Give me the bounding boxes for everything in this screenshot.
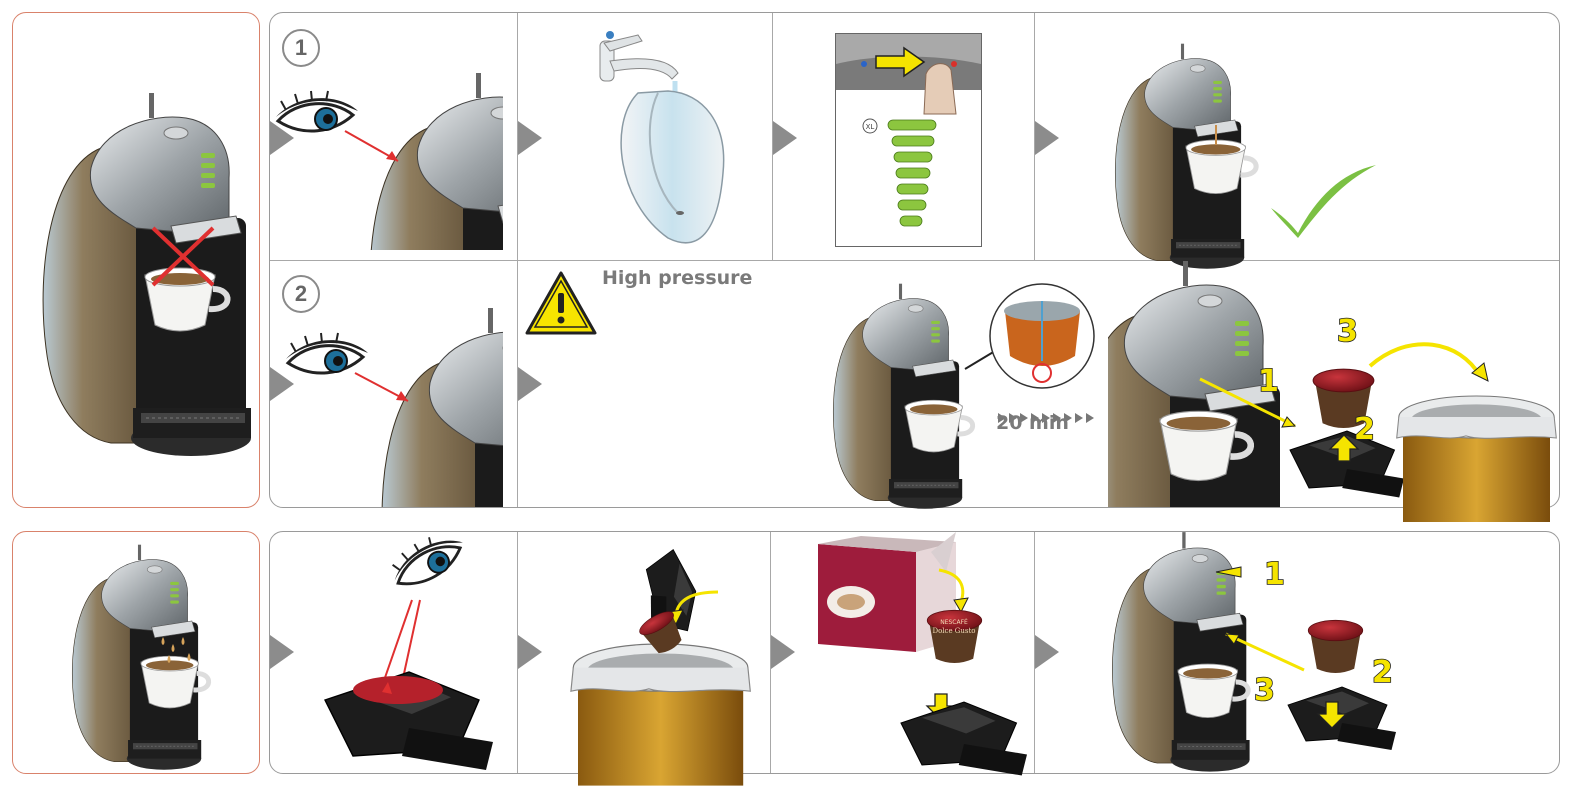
- indicator-panel: XL: [835, 33, 982, 247]
- step-number-2: 2: [282, 275, 320, 313]
- divider: [1034, 532, 1035, 773]
- timer-icon: [998, 413, 1094, 423]
- capsule-name: Dolce Gusto: [932, 627, 975, 635]
- arrow-icon: [270, 367, 294, 401]
- bottom-main-panel: NESCAFÉ Dolce Gusto 1 2 3: [269, 523, 1560, 787]
- cross-icon: [151, 226, 215, 287]
- capsule-brand: NESCAFÉ: [940, 618, 968, 626]
- successful-brew-illustration: [1114, 43, 1376, 270]
- arrow-icon: [773, 121, 797, 155]
- tap-icon: [599, 31, 679, 82]
- arrow-icon: [518, 635, 542, 669]
- top-main-panel: 1 2 XL: [269, 12, 1560, 523]
- step-number-1: 1: [282, 29, 320, 67]
- arrow-icon: [1035, 635, 1059, 669]
- arrow-icon: [771, 635, 795, 669]
- divider: [270, 260, 1559, 261]
- inspect-capsule-holder-illustration: [324, 523, 494, 771]
- fill-water-tank-illustration: [599, 31, 725, 244]
- insert-number-1: 1: [1264, 557, 1285, 592]
- bottom-left-panel: [12, 531, 260, 774]
- checkmark-icon: [1271, 165, 1376, 238]
- divider: [517, 532, 518, 773]
- arrow-icon: [518, 367, 542, 401]
- arrow-icon: [270, 635, 294, 669]
- removal-number-3: 3: [1337, 314, 1358, 349]
- eye-icon: [382, 523, 473, 595]
- lock-capsule-holder-illustration: 1 2 3: [1112, 531, 1397, 773]
- high-pressure-wait-illustration: 1 2 3: [832, 261, 1557, 523]
- insert-number-3: 3: [1254, 673, 1275, 708]
- discard-capsule-illustration: [570, 546, 751, 787]
- inspect-machine-illustration-2: [284, 307, 503, 507]
- divider: [770, 532, 771, 773]
- warning-icon: [525, 271, 597, 335]
- warning-label: High pressure: [602, 267, 753, 289]
- machine-with-cross-illustration: [42, 92, 252, 457]
- eye-icon: [284, 331, 370, 375]
- divider: [772, 13, 773, 260]
- arrow-icon: [1035, 121, 1059, 155]
- removal-number-2: 2: [1354, 412, 1375, 447]
- insert-new-capsule-illustration: NESCAFÉ Dolce Gusto: [818, 532, 1028, 777]
- dripping-machine-illustration: [71, 544, 261, 771]
- divider: [1034, 13, 1035, 260]
- removal-number-1: 1: [1258, 364, 1279, 399]
- top-left-panel: [12, 12, 260, 508]
- eye-icon: [274, 89, 360, 133]
- insert-number-2: 2: [1372, 655, 1393, 690]
- indicator-label: XL: [866, 123, 875, 131]
- power-button-illustration: XL: [836, 34, 981, 227]
- inspect-machine-illustration-1: [274, 72, 503, 250]
- arrow-icon: [518, 121, 542, 155]
- timer-label: 20 min: [996, 412, 1069, 434]
